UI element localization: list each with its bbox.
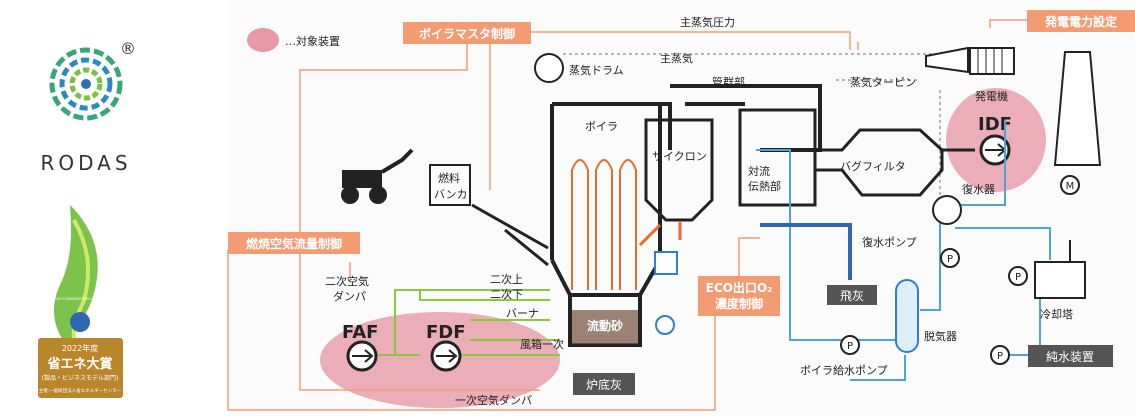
award-subtitle: (製品・ビジネスモデル部門) <box>42 374 119 382</box>
convection-label-1: 対流 <box>748 164 770 178</box>
boiler-master-control: ボイラマスタ制御 <box>403 22 531 44</box>
cooling-tower-label: 冷却塔 <box>1040 308 1073 321</box>
fly-ash-label: 飛灰 <box>840 289 864 303</box>
air-lines <box>375 289 560 356</box>
steam-drum-label: 蒸気ドラム <box>569 63 624 77</box>
fdf-label: FDF <box>426 322 466 343</box>
flame-tubes <box>571 159 637 290</box>
fluid-sand-bed <box>572 310 638 344</box>
secondary-damper-label-1: 二次空気 <box>325 274 369 288</box>
windbox-label: 風箱一次 <box>520 337 564 351</box>
rodas-logo: ® RODAS 2022年度 省エネ大賞 (製品・ビジネスモデル部門) 主催:一… <box>38 39 136 398</box>
idf-label: IDF <box>978 114 1012 135</box>
fuel-bunker-label-2: バンカ <box>434 188 468 201</box>
cyclone-label: サイクロン <box>652 150 707 163</box>
deaerator-label: 脱気器 <box>924 329 957 343</box>
fuel-chute <box>471 203 549 250</box>
motor-icon: M <box>1066 181 1075 192</box>
steam-drum <box>534 53 564 83</box>
power-setting-control: 発電電力設定 <box>1027 10 1135 32</box>
eco-o2-label-1: ECO出口O₂ <box>706 280 773 295</box>
fuel-bunker-label-1: 燃料 <box>438 171 460 185</box>
condenser-label: 復水器 <box>962 183 995 196</box>
cyclone <box>644 118 714 222</box>
svg-text:P: P <box>997 351 1003 362</box>
boiler-label: ボイラ <box>585 120 618 133</box>
main-steam-pressure-label: 主蒸気圧力 <box>680 15 735 29</box>
legend-text: …対象装置 <box>285 34 340 48</box>
deaerator <box>895 279 919 353</box>
loop-seal <box>654 251 678 275</box>
condensate-pump-label: 復水ポンプ <box>862 236 917 249</box>
power-setting-label: 発電電力設定 <box>1044 14 1117 29</box>
fly-ash-box: 飛灰 <box>827 285 877 305</box>
secondary-upper-label: 二次上 <box>490 272 523 286</box>
steam-turbine <box>925 46 1015 75</box>
fluid-sand-text: 流動砂 <box>587 318 623 333</box>
chimney <box>1053 51 1102 166</box>
faf-label: FAF <box>342 322 378 343</box>
pure-water-label: 純水装置 <box>1046 350 1094 364</box>
legend-blob <box>247 28 279 52</box>
eco-o2-label-2: 濃度制御 <box>715 296 763 311</box>
award-organizer: 主催:一般財団法人省エネルギーセンター <box>39 387 122 394</box>
award-title: 省エネ大賞 <box>46 356 112 372</box>
convection-section <box>738 108 975 207</box>
control-signal-lines <box>227 19 1027 411</box>
convection-label-2: 伝熱部 <box>748 179 781 193</box>
steam-turbine-label: 蒸気タービン <box>850 75 916 89</box>
bag-filter-label: バグフィルタ <box>840 159 906 173</box>
cyclone-recycle <box>638 222 682 247</box>
burner-label: バーナ <box>506 307 539 320</box>
boiler-master-label: ボイラマスタ制御 <box>419 26 515 41</box>
combustion-air-control: 燃焼空気流量制御 <box>228 232 360 254</box>
fuel-bunker: 燃料 バンカ <box>429 164 471 206</box>
pump-icons: P P P P M <box>840 175 1080 365</box>
primary-damper-label: 一次空気ダンパ <box>455 393 532 407</box>
secondary-damper-label-2: ダンパ <box>333 289 366 303</box>
bottom-ash-box: 炉底灰 <box>573 373 635 395</box>
svg-text:P: P <box>1015 272 1021 283</box>
svg-text:P: P <box>847 341 853 352</box>
main-steam-label: 主蒸気 <box>660 51 693 65</box>
feed-pump-label: ボイラ給水ポンプ <box>800 363 888 377</box>
combustion-air-label: 燃焼空気流量制御 <box>246 236 342 251</box>
feed-chute <box>504 228 549 267</box>
fly-ash-line <box>760 223 852 280</box>
secondary-lower-label: 二次下 <box>490 287 523 301</box>
cooling-tower <box>1034 261 1086 299</box>
condenser <box>932 195 962 225</box>
award-year: 2022年度 <box>62 343 98 353</box>
energy-award-badge: 2022年度 省エネ大賞 (製品・ビジネスモデル部門) 主催:一般財団法人省エネ… <box>38 205 123 398</box>
rodas-mark-icon <box>49 47 123 121</box>
registered-mark: ® <box>120 39 136 58</box>
blower-icon <box>655 315 675 335</box>
eco-o2-control: ECO出口O₂ 濃度制御 <box>698 276 780 316</box>
svg-text:P: P <box>947 254 953 265</box>
pure-water-box: 純水装置 <box>1028 345 1113 367</box>
generator-label: 発電機 <box>975 89 1008 103</box>
bottom-ash-label: 炉底灰 <box>586 377 622 392</box>
rodas-wordmark: RODAS <box>40 151 131 175</box>
award-english: ENERGY CONSERVATION GRAND PRIX <box>47 297 113 301</box>
wheel-loader-icon <box>341 148 414 204</box>
